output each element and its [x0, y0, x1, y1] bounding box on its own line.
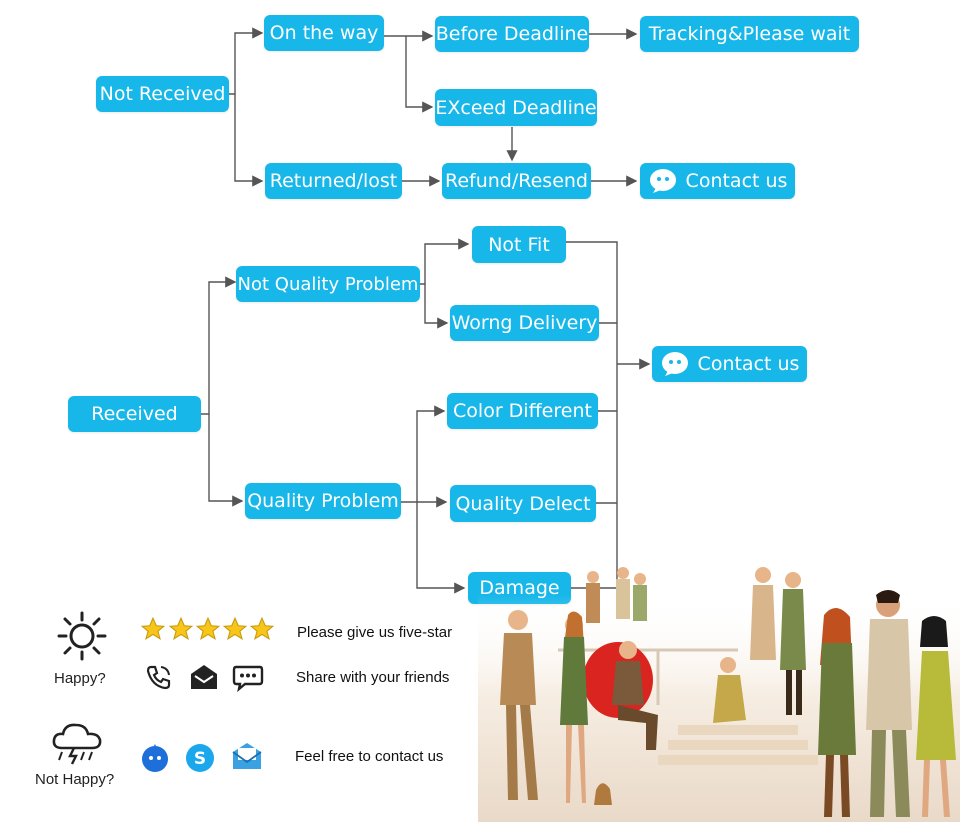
node-not-fit: Not Fit	[472, 226, 566, 263]
node-color-different: Color Different	[447, 393, 598, 429]
node-not-received: Not Received	[96, 76, 229, 112]
node-received: Received	[68, 396, 201, 432]
node-on-the-way: On the way	[264, 15, 384, 51]
skype-icon[interactable]: S	[184, 742, 216, 774]
email-icon[interactable]	[230, 740, 264, 772]
feedback-section: Happy? Please give us five-star Share wi…	[0, 600, 470, 822]
party-people-illustration	[478, 567, 960, 822]
sun-icon	[57, 611, 107, 661]
node-tracking: Tracking&Please wait	[640, 16, 859, 52]
star-icon	[195, 616, 221, 640]
node-not-quality-problem: Not Quality Problem	[236, 266, 420, 302]
messenger-icon[interactable]	[140, 742, 170, 774]
node-wrong-delivery: Worng Delivery	[450, 305, 599, 341]
node-quality-defect: Quality Delect	[450, 485, 596, 522]
share-text: Share with your friends	[296, 669, 450, 686]
node-before-deadline: Before Deadline	[435, 16, 589, 52]
node-quality-problem: Quality Problem	[245, 483, 401, 519]
not-happy-label: Not Happy?	[35, 771, 115, 788]
chat-bubble-icon	[649, 169, 676, 193]
chat-icon[interactable]	[232, 662, 264, 692]
node-exceed-deadline: EXceed Deadline	[435, 89, 597, 126]
five-star-text: Please give us five-star	[297, 624, 453, 641]
contact-text: Feel free to contact us	[295, 748, 444, 765]
svg-text:S: S	[194, 749, 206, 769]
node-returned-lost: Returned/lost	[265, 163, 402, 199]
star-icon	[168, 616, 194, 640]
star-icon	[222, 616, 248, 640]
node-refund-resend: Refund/Resend	[442, 163, 591, 199]
storm-cloud-icon	[52, 723, 102, 765]
star-icon	[249, 616, 275, 640]
node-contact-us-2: Contact us	[652, 346, 807, 382]
chat-bubble-icon	[661, 352, 688, 376]
mail-icon[interactable]	[188, 662, 220, 692]
happy-label: Happy?	[54, 670, 106, 687]
five-stars	[140, 616, 275, 646]
phone-icon[interactable]	[144, 662, 174, 692]
node-contact-us-1: Contact us	[640, 163, 795, 199]
star-icon	[140, 616, 166, 640]
